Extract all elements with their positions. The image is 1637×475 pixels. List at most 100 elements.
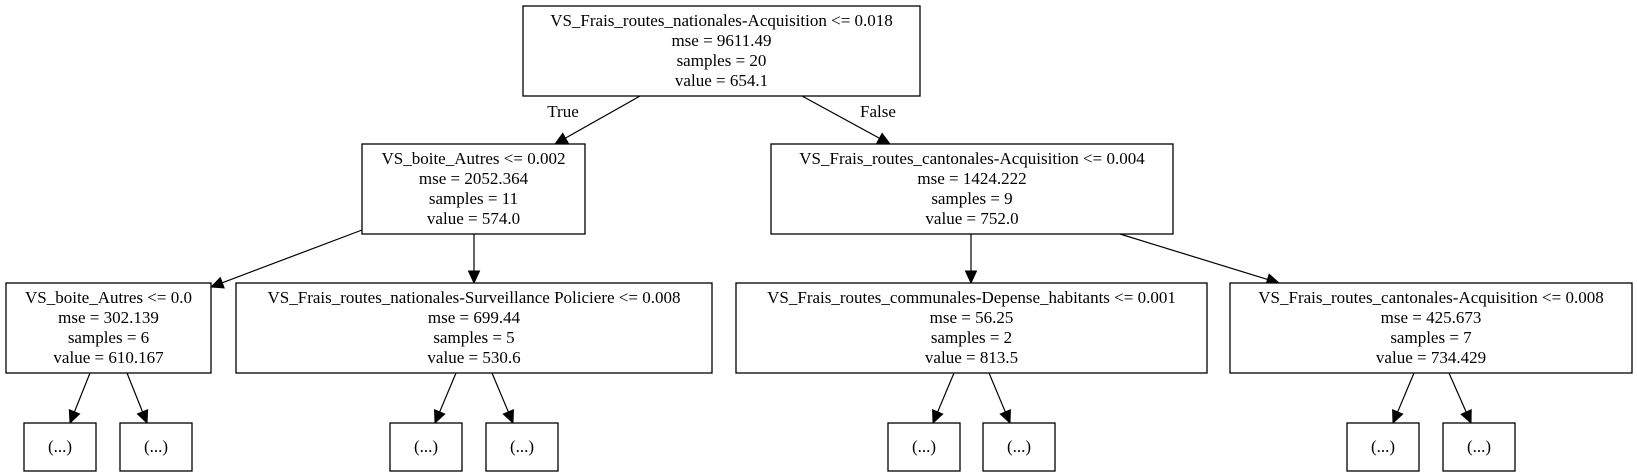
- truncated-subtree-t1: (...): [23, 422, 97, 472]
- truncated-subtree-t4: (...): [485, 422, 559, 472]
- edge-n1-n3: [209, 229, 363, 289]
- node-box: [982, 422, 1056, 472]
- tree-node-n4: VS_Frais_routes_nationales-Surveillance …: [235, 282, 713, 374]
- predicted-value: value = 734.429: [1376, 348, 1486, 367]
- arrowhead-icon: [876, 132, 892, 145]
- edge-n6-t7: [1392, 372, 1415, 425]
- arrowhead-icon: [999, 409, 1011, 425]
- arrowhead-icon: [964, 270, 978, 285]
- arrowhead-icon: [1460, 409, 1472, 425]
- node-box: [235, 282, 713, 374]
- node-box: [1229, 282, 1633, 374]
- edge-line: [73, 372, 91, 413]
- node-box: [1346, 422, 1420, 472]
- predicted-value: value = 610.167: [53, 348, 164, 367]
- node-box: [522, 5, 921, 97]
- arrowhead-icon: [1392, 409, 1404, 425]
- tree-node-n2: VS_Frais_routes_cantonales-Acquisition <…: [770, 143, 1174, 235]
- samples-count: samples = 6: [68, 328, 149, 347]
- ellipsis-label: (...): [48, 437, 72, 456]
- edge-n2-n6: [1119, 233, 1281, 286]
- arrowhead-icon: [209, 276, 225, 289]
- predicted-value: value = 654.1: [675, 71, 768, 90]
- node-box: [119, 422, 193, 472]
- split-condition: VS_Frais_routes_cantonales-Acquisition <…: [799, 149, 1145, 168]
- arrowhead-icon: [136, 409, 149, 425]
- node-box: [389, 422, 463, 472]
- node-box: [770, 143, 1174, 235]
- tree-node-n0: VS_Frais_routes_nationales-Acquisition <…: [522, 5, 921, 97]
- samples-count: samples = 20: [677, 51, 767, 70]
- arrowhead-icon: [68, 409, 81, 425]
- edge-label-false: False: [860, 102, 896, 121]
- edge-n5-t5: [932, 372, 955, 425]
- edge-line: [126, 372, 144, 413]
- ellipsis-label: (...): [144, 437, 168, 456]
- edge-line: [988, 372, 1006, 413]
- arrowhead-icon: [502, 409, 514, 425]
- edge-n6-t8: [1448, 372, 1472, 425]
- ellipsis-label: (...): [1007, 437, 1031, 456]
- edge-line: [222, 229, 363, 284]
- edge-n4-t4: [491, 372, 514, 425]
- predicted-value: value = 574.0: [427, 209, 520, 228]
- samples-count: samples = 2: [931, 328, 1012, 347]
- edge-line: [1448, 372, 1467, 413]
- tree-node-n6: VS_Frais_routes_cantonales-Acquisition <…: [1229, 282, 1633, 374]
- edge-line: [801, 95, 880, 139]
- node-box: [887, 422, 961, 472]
- mse-value: mse = 302.139: [58, 308, 159, 327]
- truncated-subtree-t2: (...): [119, 422, 193, 472]
- truncated-subtree-t8: (...): [1442, 422, 1516, 472]
- edge-line: [565, 95, 641, 139]
- arrowhead-icon: [932, 409, 944, 425]
- truncated-subtree-t5: (...): [887, 422, 961, 472]
- edge-line: [491, 372, 509, 413]
- edge-n0-n2: False: [801, 95, 896, 145]
- ellipsis-label: (...): [1371, 437, 1395, 456]
- node-box: [485, 422, 559, 472]
- samples-count: samples = 11: [429, 189, 518, 208]
- mse-value: mse = 2052.364: [419, 169, 529, 188]
- split-condition: VS_boite_Autres <= 0.0: [25, 288, 192, 307]
- samples-count: samples = 9: [931, 189, 1012, 208]
- edge-line: [1119, 233, 1268, 281]
- tree-node-n5: VS_Frais_routes_communales-Depense_habit…: [735, 282, 1208, 374]
- ellipsis-label: (...): [1467, 437, 1491, 456]
- ellipsis-label: (...): [912, 437, 936, 456]
- edge-label-true: True: [547, 102, 579, 121]
- truncated-subtree-t3: (...): [389, 422, 463, 472]
- split-condition: VS_boite_Autres <= 0.002: [382, 149, 566, 168]
- ellipsis-label: (...): [510, 437, 534, 456]
- samples-count: samples = 5: [433, 328, 514, 347]
- node-box: [361, 143, 586, 235]
- edge-n1-n4: [467, 234, 481, 285]
- split-condition: VS_Frais_routes_nationales-Acquisition <…: [550, 11, 893, 30]
- edge-n3-t1: [68, 372, 91, 425]
- arrowhead-icon: [434, 409, 446, 425]
- samples-count: samples = 7: [1390, 328, 1472, 347]
- mse-value: mse = 9611.49: [671, 31, 771, 50]
- node-box: [23, 422, 97, 472]
- edge-line: [937, 372, 955, 413]
- predicted-value: value = 813.5: [925, 348, 1018, 367]
- edge-n5-t6: [988, 372, 1011, 425]
- arrowhead-icon: [467, 270, 481, 285]
- edge-n3-t2: [126, 372, 149, 425]
- edge-n0-n1: True: [547, 95, 641, 145]
- split-condition: VS_Frais_routes_cantonales-Acquisition <…: [1258, 288, 1603, 307]
- arrowhead-icon: [553, 132, 569, 145]
- node-box: [735, 282, 1208, 374]
- node-box: [5, 282, 212, 374]
- node-box: [1442, 422, 1516, 472]
- edge-n4-t3: [434, 372, 457, 425]
- truncated-subtree-t7: (...): [1346, 422, 1420, 472]
- split-condition: VS_Frais_routes_nationales-Surveillance …: [268, 288, 681, 307]
- mse-value: mse = 425.673: [1381, 308, 1482, 327]
- predicted-value: value = 752.0: [925, 209, 1018, 228]
- mse-value: mse = 56.25: [930, 308, 1014, 327]
- edge-line: [1397, 372, 1415, 413]
- mse-value: mse = 699.44: [428, 308, 521, 327]
